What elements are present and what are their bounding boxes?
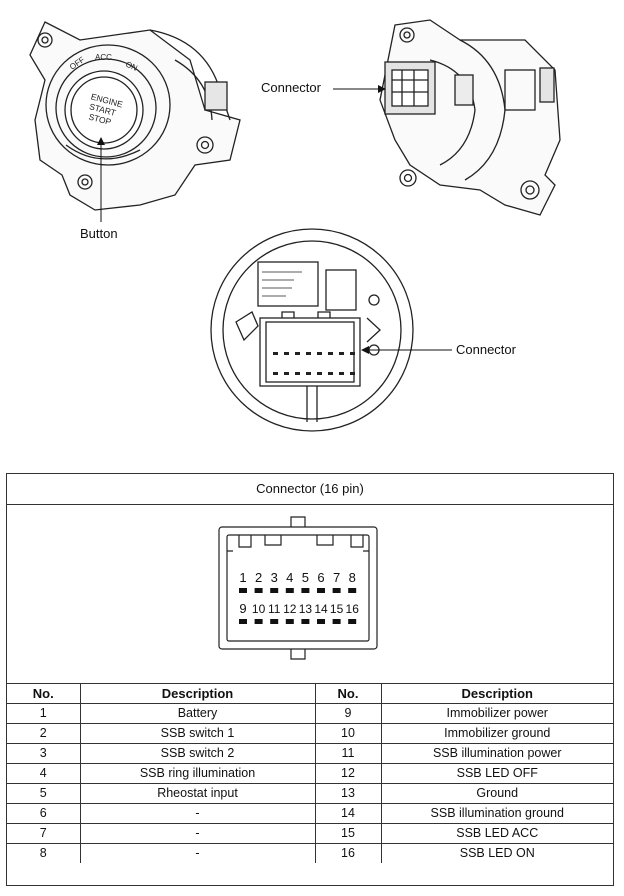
connector-label-11: 11 bbox=[268, 602, 281, 616]
connector-label-8: 8 bbox=[349, 570, 356, 585]
pin-number: 14 bbox=[314, 803, 382, 824]
pin-description: - bbox=[79, 843, 316, 863]
connector-bottom-latch bbox=[290, 649, 306, 660]
connector-top-callout: Connector bbox=[261, 80, 321, 95]
pin-number: 9 bbox=[314, 703, 382, 724]
connector-label-9: 9 bbox=[239, 601, 246, 616]
pin-number: 1 bbox=[7, 703, 81, 724]
pin-number: 16 bbox=[314, 843, 382, 863]
connector-label-5: 5 bbox=[302, 570, 309, 585]
connector-label-7: 7 bbox=[333, 570, 340, 585]
connector-label-14: 14 bbox=[314, 602, 328, 616]
pin-description: SSB switch 2 bbox=[79, 743, 316, 764]
table-row: 6 - 14 SSB illumination ground bbox=[7, 803, 613, 824]
pin-number: 15 bbox=[314, 823, 382, 844]
pin-number: 12 bbox=[314, 763, 382, 784]
pin-description: SSB illumination power bbox=[380, 743, 613, 764]
connector-pin-7 bbox=[332, 588, 341, 593]
header-description-right: Description bbox=[380, 684, 613, 704]
connector-pin-12 bbox=[285, 619, 294, 624]
connector-pin-15 bbox=[332, 619, 341, 624]
pin-description: - bbox=[79, 803, 316, 824]
pin-description: SSB LED ACC bbox=[380, 823, 613, 844]
table-row: 8 - 16 SSB LED ON bbox=[7, 843, 613, 863]
connector-top-latch bbox=[290, 516, 306, 527]
connector-label-13: 13 bbox=[299, 602, 313, 616]
header-no-left: No. bbox=[7, 684, 81, 704]
pin-description: SSB illumination ground bbox=[380, 803, 613, 824]
pin-description: Immobilizer power bbox=[380, 703, 613, 724]
connector-pin-13 bbox=[301, 619, 310, 624]
connector-pin-14 bbox=[317, 619, 325, 624]
pin-number: 8 bbox=[7, 843, 81, 863]
connector-label-2: 2 bbox=[255, 570, 262, 585]
back-face-pin-rows bbox=[273, 352, 355, 375]
pin-number: 5 bbox=[7, 783, 81, 804]
table-header-row: No. Description No. Description bbox=[7, 684, 613, 704]
connector-pin-3 bbox=[270, 588, 279, 593]
pin-description: Rheostat input bbox=[79, 783, 316, 804]
switch-face-labels: OFF ACC ON ENGINE START STOP bbox=[68, 53, 139, 127]
switch-front-view bbox=[29, 21, 241, 211]
pin-number: 3 bbox=[7, 743, 81, 764]
connector-spec-title: Connector (16 pin) bbox=[7, 474, 613, 505]
pin-number: 4 bbox=[7, 763, 81, 784]
pin-description-table: No. Description No. Description 1 Batter… bbox=[7, 684, 613, 863]
pin-number: 10 bbox=[314, 723, 382, 744]
connector-label-15: 15 bbox=[330, 602, 344, 616]
connector-label-1: 1 bbox=[239, 570, 246, 585]
switch-rear-view bbox=[379, 19, 561, 216]
pin-description: Ground bbox=[380, 783, 613, 804]
pin-description: Immobilizer ground bbox=[380, 723, 613, 744]
table-row: 2 SSB switch 1 10 Immobilizer ground bbox=[7, 723, 613, 744]
connector-pin-6 bbox=[317, 588, 325, 593]
connector-pin-9 bbox=[239, 619, 247, 624]
connector-label-16: 16 bbox=[346, 602, 360, 616]
pin-description: SSB LED ON bbox=[380, 843, 613, 863]
connector-pin-8 bbox=[348, 588, 357, 593]
connector-pin-10 bbox=[254, 619, 263, 624]
illustrations: OFF ACC ON ENGINE START STOP bbox=[29, 19, 561, 432]
connector-pin-2 bbox=[254, 588, 263, 593]
acc-label: ACC bbox=[95, 53, 112, 62]
connector-pin-11 bbox=[270, 619, 279, 624]
pin-description: SSB switch 1 bbox=[79, 723, 316, 744]
connector-pin-16 bbox=[348, 619, 357, 624]
table-row: 5 Rheostat input 13 Ground bbox=[7, 783, 613, 804]
header-description-left: Description bbox=[79, 684, 316, 704]
connector-pin-4 bbox=[285, 588, 294, 593]
connector-label-6: 6 bbox=[317, 570, 324, 585]
pin-number: 2 bbox=[7, 723, 81, 744]
button-callout: Button bbox=[80, 226, 118, 241]
connector-label-3: 3 bbox=[271, 570, 278, 585]
table-row: 1 Battery 9 Immobilizer power bbox=[7, 703, 613, 724]
connector-label-4: 4 bbox=[286, 570, 293, 585]
connector-middle-callout: Connector bbox=[456, 342, 516, 357]
pin-description: Battery bbox=[79, 703, 316, 724]
header-no-right: No. bbox=[314, 684, 382, 704]
pin-number: 7 bbox=[7, 823, 81, 844]
pin-number: 13 bbox=[314, 783, 382, 804]
table-row: 4 SSB ring illumination 12 SSB LED OFF bbox=[7, 763, 613, 784]
pin-description: SSB ring illumination bbox=[79, 763, 316, 784]
pin-number: 6 bbox=[7, 803, 81, 824]
pin-description: - bbox=[79, 823, 316, 844]
connector-label-10: 10 bbox=[252, 602, 266, 616]
table-row: 3 SSB switch 2 11 SSB illumination power bbox=[7, 743, 613, 764]
pin-description: SSB LED OFF bbox=[380, 763, 613, 784]
connector-label-12: 12 bbox=[283, 602, 297, 616]
connector-pin-1 bbox=[239, 588, 247, 593]
pin-number: 11 bbox=[314, 743, 382, 764]
connector-outline bbox=[218, 526, 378, 650]
connector-pin-5 bbox=[301, 588, 310, 593]
switch-back-face-view bbox=[210, 228, 414, 432]
table-row: 7 - 15 SSB LED ACC bbox=[7, 823, 613, 844]
